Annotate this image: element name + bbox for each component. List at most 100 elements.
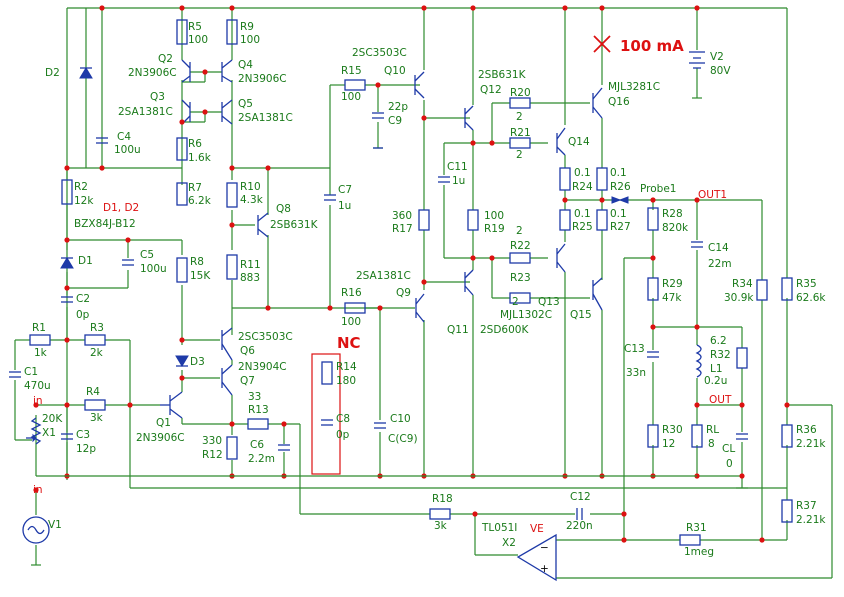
label-R25: R25 — [572, 221, 593, 233]
label-R6: R6 — [188, 138, 202, 150]
probe-marker — [611, 196, 629, 204]
capacitor-C14 — [691, 241, 703, 248]
label-Q1: Q1 — [156, 417, 171, 429]
capacitor-C7 — [324, 194, 336, 201]
resistor-RL — [691, 424, 703, 448]
capacitor-C1 — [9, 371, 21, 378]
label-C10: C10 — [390, 413, 411, 425]
label-R13-value: 33 — [248, 391, 261, 403]
label-RL-value: 8 — [708, 438, 715, 450]
label-C2-value: 0p — [76, 309, 90, 321]
resistor-R25 — [559, 209, 571, 231]
label-R19: R19 — [484, 223, 505, 235]
label-R31: R31 — [686, 522, 707, 534]
label-R9: R9 — [240, 21, 254, 33]
transistor-Q11 — [464, 269, 474, 296]
label-L1-value: 0.2u — [704, 375, 727, 387]
label-R23: R23 — [510, 272, 531, 284]
label-V1: V1 — [48, 519, 62, 531]
label-R15-value: 100 — [341, 91, 361, 103]
label-R17: R17 — [392, 223, 413, 235]
transistor-Q13 — [556, 243, 566, 273]
label-Q3: Q3 — [150, 91, 165, 103]
label-R15: R15 — [341, 65, 362, 77]
nc-note: NC — [337, 334, 361, 352]
label-D2: D2 — [45, 67, 60, 79]
label-X1: X1 — [42, 427, 56, 439]
label-C14: C14 — [708, 242, 729, 254]
resistor-R15 — [344, 79, 366, 91]
label-CL: CL — [722, 443, 735, 455]
label-C4-value: 100u — [114, 144, 141, 156]
transistor-Q10 — [414, 71, 425, 99]
resistor-R32 — [736, 347, 748, 369]
label-R9-value: 100 — [240, 34, 260, 46]
capacitor-C8 — [321, 419, 333, 426]
opamp-X2: − + — [516, 533, 557, 582]
label-R19-value: 100 — [484, 210, 504, 222]
label-R10: R10 — [240, 181, 261, 193]
label-Q12-type: 2SB631K — [478, 69, 527, 81]
current-cross-mark — [593, 35, 611, 53]
label-Q6-type: 2SC3503C — [238, 331, 293, 343]
label-Q11: Q11 — [447, 324, 469, 336]
label-R2-value: 12k — [74, 195, 94, 207]
label-Q14: Q14 — [568, 136, 590, 148]
resistor-R12 — [226, 436, 238, 460]
label-C7: C7 — [338, 184, 352, 196]
label-R11-value: 883 — [240, 272, 260, 284]
label-R5-value: 100 — [188, 34, 208, 46]
resistor-R24 — [559, 167, 571, 191]
label-Q8-type: 2SB631K — [270, 219, 319, 231]
diode-D3 — [175, 355, 189, 367]
label-R27: R27 — [610, 221, 631, 233]
capacitor-C6 — [278, 444, 290, 451]
label-D3: D3 — [190, 356, 205, 368]
current-note: 100 mA — [620, 37, 684, 55]
label-R7-value: 6.2k — [188, 195, 212, 207]
label-R5: R5 — [188, 21, 202, 33]
label-Q13-type: MJL1302C — [500, 309, 552, 321]
label-R11: R11 — [240, 259, 261, 271]
resistor-R34 — [756, 279, 768, 301]
label-C4: C4 — [117, 131, 131, 143]
label-CL-value: 0 — [726, 458, 733, 470]
label-R26-value: 0.1 — [610, 167, 627, 179]
transistor-Q15 — [592, 277, 603, 311]
label-R25-value: 0.1 — [574, 208, 591, 220]
label-R23-value: 2 — [512, 296, 519, 308]
label-Q4: Q4 — [238, 59, 253, 71]
label-C3: C3 — [76, 429, 90, 441]
label-R13: R13 — [248, 404, 269, 416]
transistor-Q9 — [415, 293, 425, 323]
ac-source-V1 — [22, 516, 50, 544]
resistor-R28 — [647, 207, 659, 231]
label-R21: R21 — [510, 127, 531, 139]
label-R8-value: 15K — [190, 270, 211, 282]
capacitor-C10 — [374, 422, 386, 429]
resistor-R36 — [781, 424, 793, 448]
label-R1-value: 1k — [34, 347, 48, 359]
label-R2: R2 — [74, 181, 88, 193]
label-R10-value: 4.3k — [240, 194, 264, 206]
label-Q9: Q9 — [396, 287, 411, 299]
label-R28-value: 820k — [662, 222, 689, 234]
label-ve: VE — [530, 523, 544, 535]
capacitor-C11 — [438, 176, 450, 183]
label-C3-value: 12p — [76, 443, 96, 455]
capacitor-C4 — [96, 137, 108, 144]
label-Q5: Q5 — [238, 98, 253, 110]
label-X2: X2 — [502, 537, 516, 549]
label-R34-value: 30.9k — [724, 292, 754, 304]
label-Q16: Q16 — [608, 96, 630, 108]
capacitor-C12 — [576, 508, 583, 520]
potentiometer-X1 — [26, 417, 42, 445]
resistor-R18 — [429, 508, 451, 520]
label-R31-value: 1meg — [684, 546, 714, 558]
svg-text:+: + — [540, 563, 549, 575]
label-R26: R26 — [610, 181, 631, 193]
label-R6-value: 1.6k — [188, 152, 212, 164]
label-R28: R28 — [662, 208, 683, 220]
label-R7: R7 — [188, 182, 202, 194]
label-R30: R30 — [662, 424, 683, 436]
